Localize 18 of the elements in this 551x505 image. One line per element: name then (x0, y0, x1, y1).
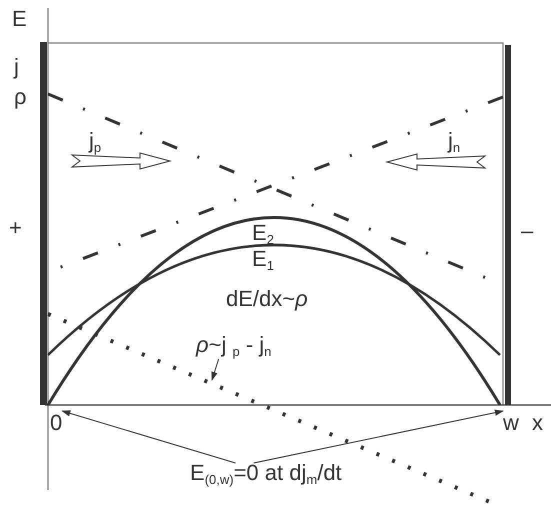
axis-label: x (532, 412, 543, 434)
axis-label: E (12, 8, 27, 30)
axis-label: + (9, 217, 22, 239)
axis-label: j (14, 56, 19, 78)
node-label: w (503, 412, 519, 434)
arrow (211, 358, 220, 381)
axis-label: j$_{n}$ (448, 130, 460, 154)
node-label: E$_{(0,w)}$=0 at dj$_{m}$/dt (190, 462, 342, 486)
axis-label: E$_{1}$ (252, 248, 274, 272)
axis-label: E$_{2}$ (252, 222, 274, 246)
arrow (253, 410, 504, 464)
axis-label: – (521, 220, 534, 242)
arrow (61, 410, 236, 464)
axis-label: dE/dx~ρ (226, 288, 308, 310)
axis-label: j$_{p}$ (89, 130, 102, 154)
axis-label: ρ (14, 86, 27, 108)
node-label: ρ~j $_{p}$ - j$_{n}$ (196, 334, 272, 358)
node-label: 0 (50, 412, 62, 434)
